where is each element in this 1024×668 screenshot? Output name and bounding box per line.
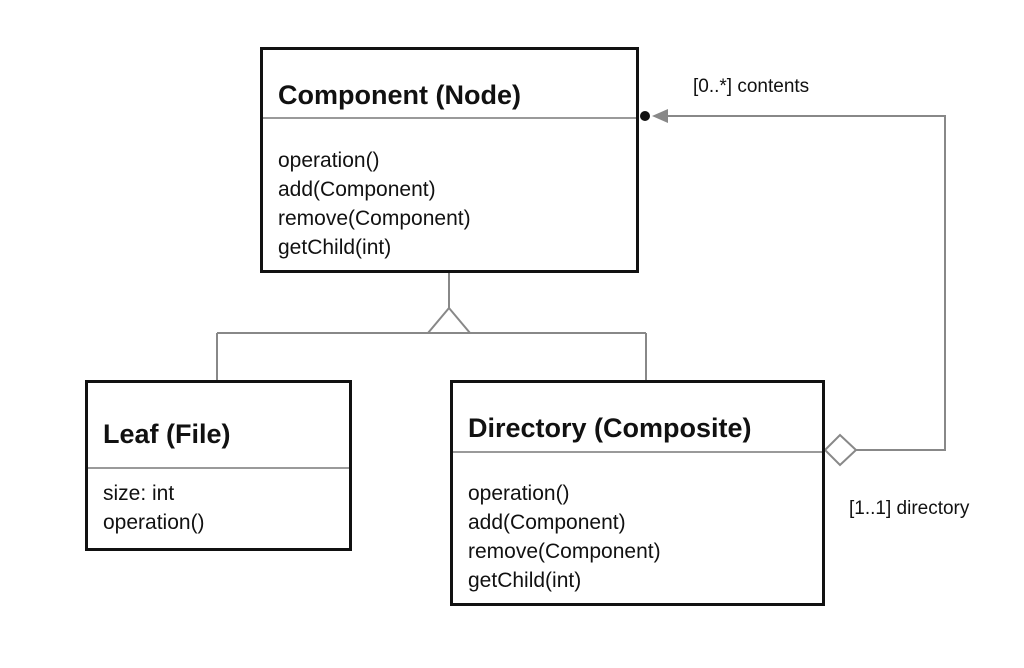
- class-name: Directory (Composite): [453, 383, 822, 453]
- aggregation-diamond: [823, 433, 858, 467]
- operation-item: operation(): [468, 482, 570, 505]
- directory-role-label: [1..1] directory: [849, 498, 970, 519]
- generalization-triangle: [425, 306, 473, 334]
- operation-item: remove(Component): [278, 207, 471, 230]
- attribute-item: size: int: [103, 482, 175, 505]
- operation-item: add(Component): [278, 178, 436, 201]
- operation-item: remove(Component): [468, 540, 661, 563]
- operation-item: getChild(int): [278, 236, 392, 259]
- operation-item: add(Component): [468, 511, 626, 534]
- operation-item: operation(): [278, 149, 380, 172]
- ownership-dot: [640, 111, 650, 121]
- class-operations: operation() add(Component) remove(Compon…: [263, 119, 636, 262]
- operation-item: getChild(int): [468, 569, 582, 592]
- aggregation-line: [664, 115, 946, 451]
- class-name: Leaf (File): [88, 383, 349, 469]
- contents-role-label: [0..*] contents: [693, 76, 810, 97]
- directory-class-box: Directory (Composite) operation() add(Co…: [450, 380, 825, 606]
- class-operations: operation() add(Component) remove(Compon…: [453, 453, 822, 595]
- navigation-arrowhead: [652, 109, 668, 123]
- class-name: Component (Node): [263, 50, 636, 119]
- operation-item: operation(): [103, 511, 205, 534]
- component-class-box: Component (Node) operation() add(Compone…: [260, 47, 639, 273]
- class-members: size: int operation(): [88, 469, 349, 537]
- leaf-class-box: Leaf (File) size: int operation(): [85, 380, 352, 551]
